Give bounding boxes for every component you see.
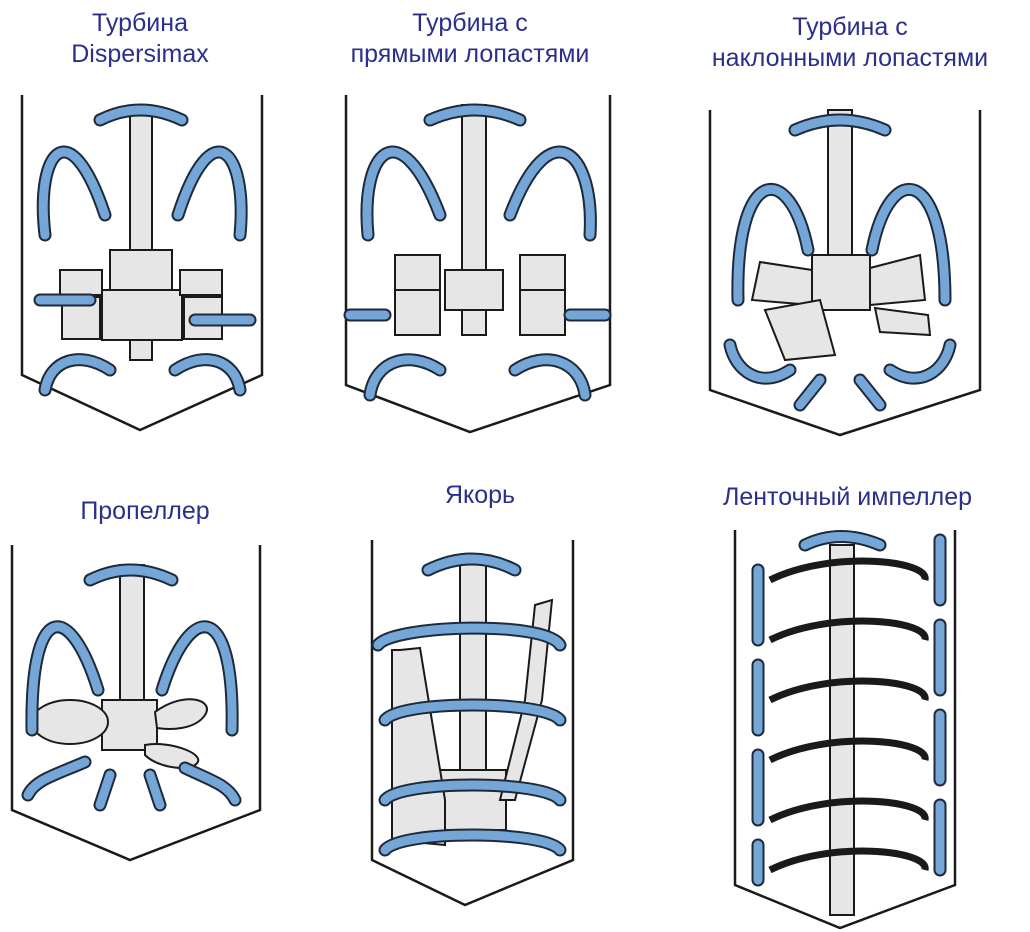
impeller-part <box>830 545 854 915</box>
flow-arrow <box>805 537 880 546</box>
